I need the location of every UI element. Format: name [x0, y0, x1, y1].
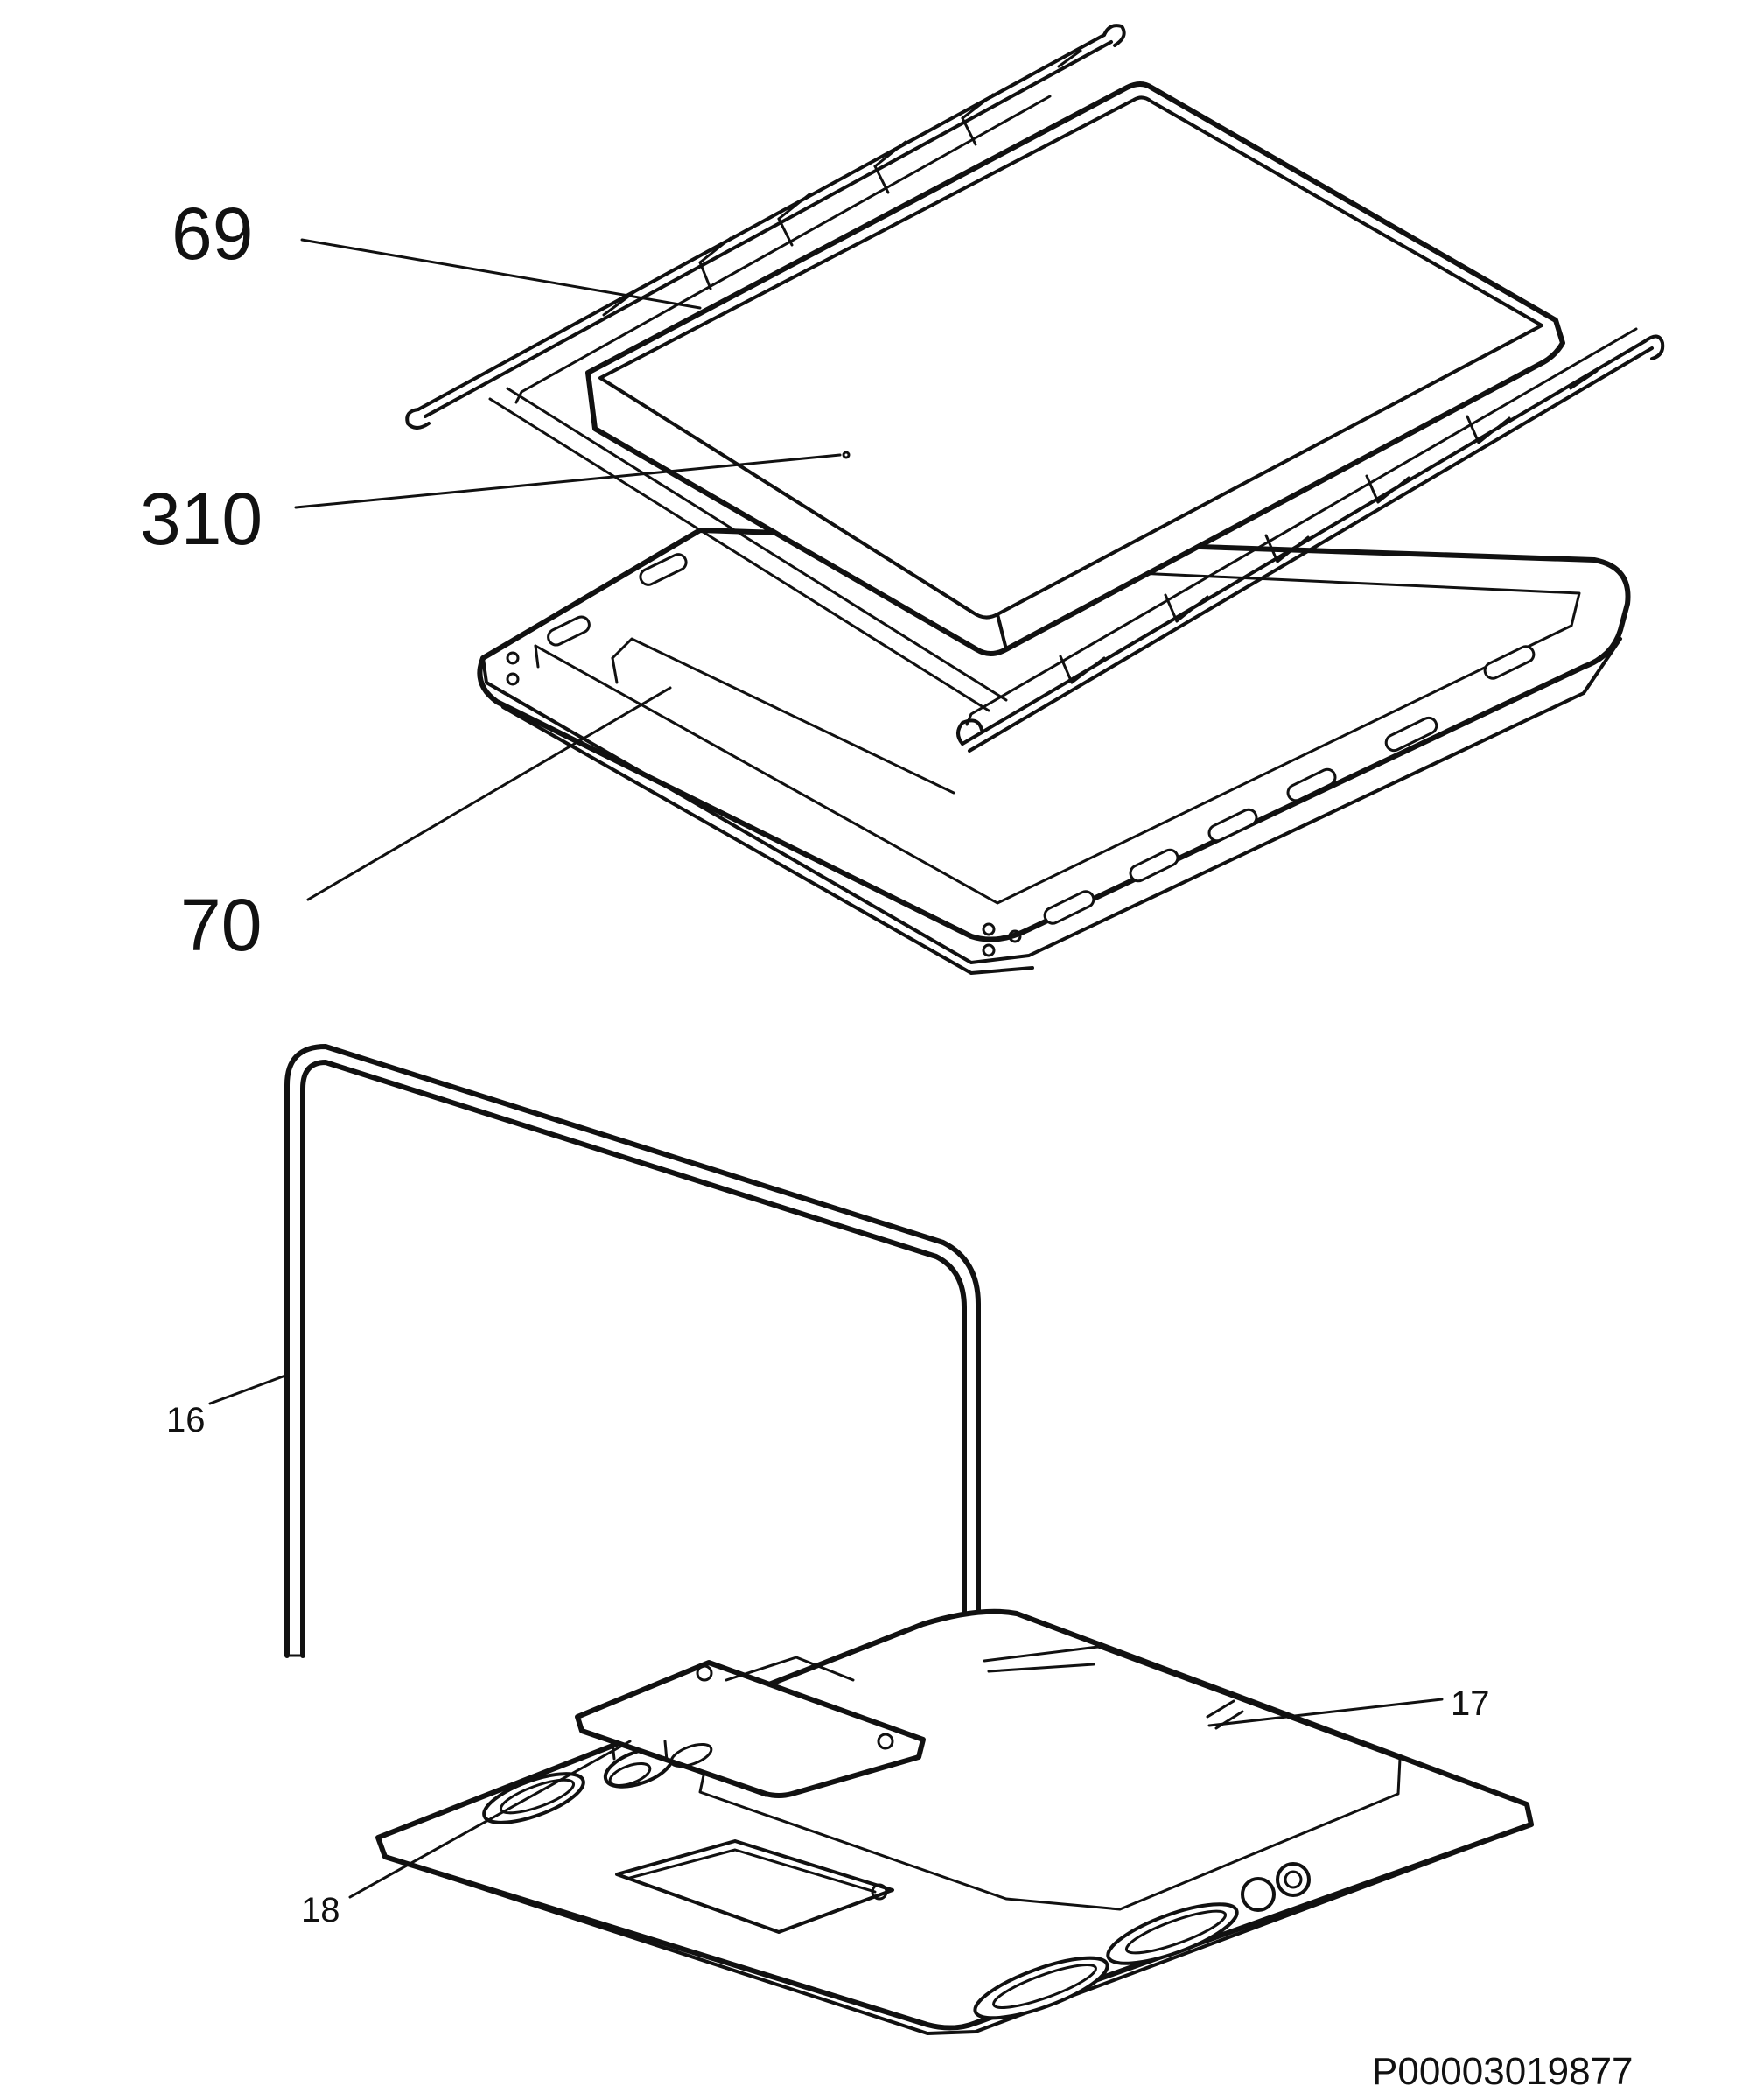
- drawing-code: P00003019877: [1372, 2050, 1634, 2093]
- callout-70: 70: [180, 884, 262, 966]
- leader-lines: [208, 238, 1444, 1899]
- callout-16: 16: [166, 1401, 206, 1439]
- part-70-frame: [477, 528, 1631, 975]
- leader-16: [208, 1374, 287, 1405]
- callout-18: 18: [301, 1891, 340, 1929]
- leader-18: [348, 1740, 632, 1899]
- leader-70: [306, 686, 672, 901]
- callout-69: 69: [172, 192, 253, 275]
- base-plate: [375, 1608, 1534, 2035]
- callout-310: 310: [140, 478, 262, 560]
- leader-310: [294, 453, 842, 509]
- leader-69: [300, 238, 702, 310]
- leader-17: [1208, 1698, 1444, 1727]
- callout-17: 17: [1451, 1684, 1490, 1723]
- frame-slots: [547, 553, 1536, 925]
- part-69-wire-rack: [405, 24, 1665, 752]
- part-310-tray: [585, 81, 1565, 656]
